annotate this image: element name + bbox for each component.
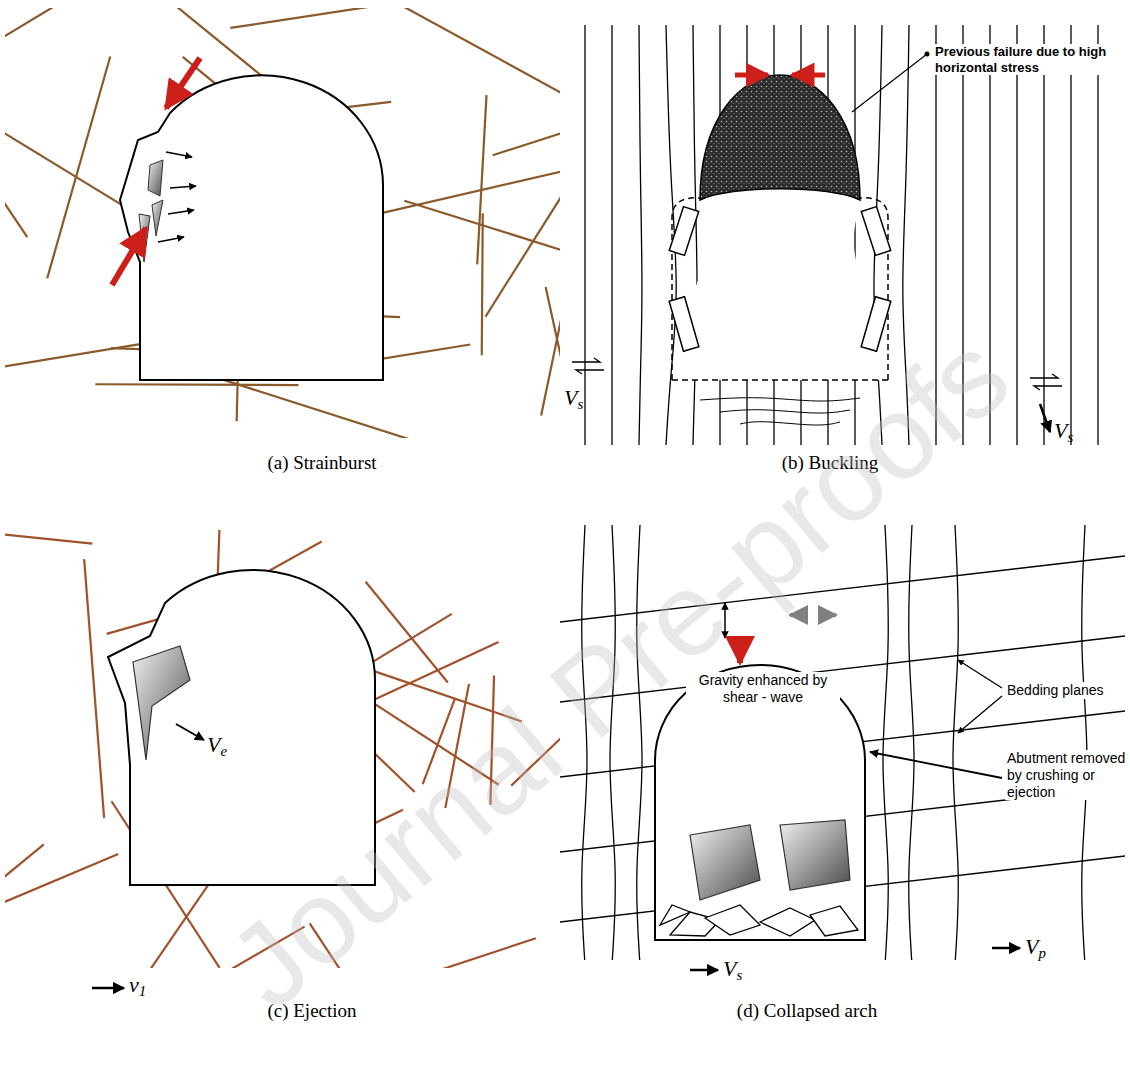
leader-arrow <box>958 660 1002 688</box>
velocity-label: Vs <box>1052 418 1075 447</box>
joint-line <box>366 582 448 683</box>
stress-arrow <box>735 73 768 78</box>
bedding-line <box>584 25 585 445</box>
stress-arrow <box>792 73 825 78</box>
bedding-line <box>1016 25 1017 445</box>
fallen-block <box>780 820 850 890</box>
bedding-line <box>1097 25 1098 445</box>
velocity-arrow <box>176 724 204 740</box>
rubble <box>810 906 858 936</box>
joint-line <box>5 8 73 51</box>
joint-line <box>5 530 92 544</box>
ejection-arrow <box>170 186 196 188</box>
joint-line <box>47 56 110 278</box>
bedding-line <box>1070 25 1071 445</box>
ejection-arrow <box>158 237 184 242</box>
ejection-arrow <box>166 152 192 157</box>
velocity-label: Vp <box>1023 934 1048 963</box>
velocity-arrow <box>92 987 124 990</box>
ejection-arrow <box>168 210 194 214</box>
wave-arrow <box>818 613 836 617</box>
rock-fragment <box>148 160 163 196</box>
joint-line <box>5 156 27 237</box>
ejected-block <box>133 646 190 760</box>
bedding-line <box>693 25 697 445</box>
tunnel-outline <box>120 75 383 380</box>
stress-arrow <box>166 58 200 108</box>
velocity-label: Ve <box>205 732 229 761</box>
buckled-slab <box>669 297 699 351</box>
joint-line <box>399 8 560 126</box>
velocity-arrow <box>690 969 718 972</box>
leader-arrow <box>870 752 1002 778</box>
shear-arrows <box>1030 374 1062 390</box>
original-profile <box>672 198 888 380</box>
buckled-slab <box>669 207 698 256</box>
leader-dot <box>925 52 930 57</box>
strainburst-panel <box>112 58 383 380</box>
velocity-label: Vs <box>721 956 744 985</box>
annotation-label: Previous failure due to high horizontal … <box>933 44 1109 75</box>
joint-line <box>546 287 560 417</box>
buckling-panel <box>565 25 1098 445</box>
joint-line <box>5 844 44 903</box>
leader-line <box>852 54 927 112</box>
fallen-block <box>690 825 760 900</box>
rock-fragment <box>152 200 163 236</box>
joint-line <box>95 383 298 386</box>
panel-caption: (d) Collapsed arch <box>710 1000 904 1023</box>
bedding-line <box>611 25 612 445</box>
joint-line <box>541 266 560 416</box>
tunnel-opening <box>672 75 888 380</box>
velocity-arrow <box>992 947 1020 950</box>
rubble <box>705 905 760 935</box>
buckled-slab <box>861 297 891 351</box>
velocity-arrow <box>1040 404 1050 432</box>
joint-line <box>84 559 104 818</box>
joint-line <box>486 167 560 316</box>
annotation-label: Abutment removed by crushing or ejection <box>1005 750 1129 800</box>
stress-arrow <box>112 228 146 285</box>
joint-line <box>1082 525 1087 960</box>
failed-zone <box>700 75 860 200</box>
joint-line <box>482 213 483 355</box>
rubble <box>660 905 690 925</box>
joint-line <box>493 127 560 155</box>
annotation-label: Bedding planes <box>1005 682 1127 699</box>
shear-arrows <box>572 358 604 374</box>
velocity-label: Vs <box>562 385 585 414</box>
joint-line <box>883 525 888 960</box>
joint-line <box>953 525 958 960</box>
rubble <box>760 908 815 936</box>
panel-caption: (a) Strainburst <box>230 452 414 475</box>
rock-joints <box>5 8 560 438</box>
joint-line <box>5 118 139 216</box>
buckled-slab <box>861 207 890 256</box>
velocity-label: v1 <box>127 972 148 1001</box>
bedding-line <box>1043 25 1044 445</box>
joint-line <box>410 938 536 968</box>
joint-line <box>909 525 914 960</box>
bedding-line <box>639 25 642 445</box>
leader-arrow <box>958 696 1002 733</box>
